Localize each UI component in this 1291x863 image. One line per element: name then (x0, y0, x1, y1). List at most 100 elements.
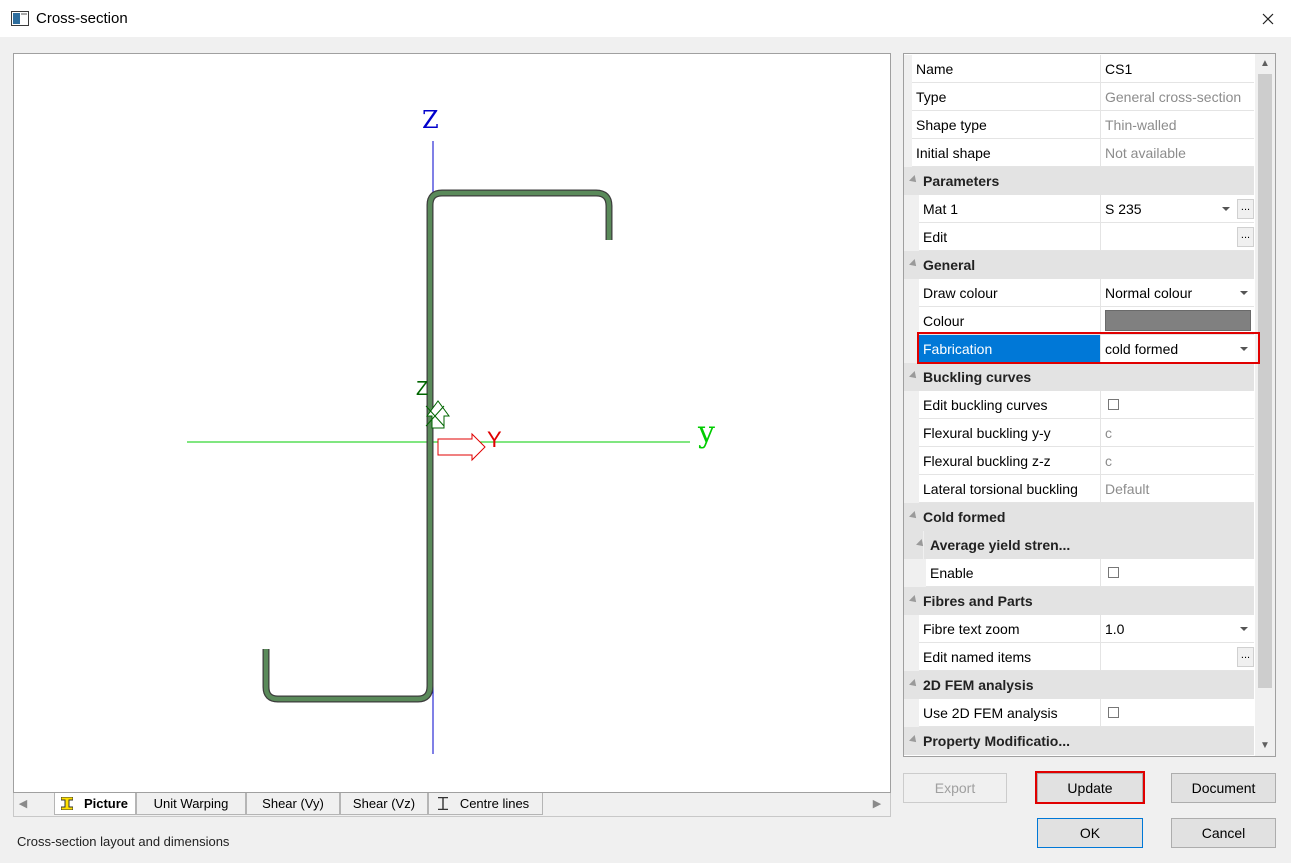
cross-section-canvas[interactable]: Z y Y Z (13, 53, 891, 793)
property-label: Edit named items (919, 643, 1100, 671)
category-2d-fem-analysis[interactable]: 2D FEM analysis (904, 671, 1254, 699)
property-row-enable[interactable]: Enable (904, 559, 1254, 587)
category-buckling-curves[interactable]: Buckling curves (904, 363, 1254, 391)
property-value[interactable] (1100, 699, 1254, 727)
document-button[interactable]: Document (1171, 773, 1276, 803)
property-value[interactable]: CS1 (1100, 55, 1254, 83)
tab-shear-vy[interactable]: Shear (Vy) (246, 793, 340, 815)
property-label: Edit buckling curves (919, 391, 1100, 419)
property-value: General cross-section (1100, 83, 1254, 111)
property-label: Draw colour (919, 279, 1100, 307)
tab-label: Centre lines (459, 796, 530, 811)
i-beam-outline-icon (438, 797, 448, 810)
collapse-arrow-icon[interactable] (909, 679, 919, 689)
category-label: Parameters (923, 173, 1000, 189)
ok-button[interactable]: OK (1037, 818, 1143, 848)
checkbox[interactable] (1108, 567, 1119, 578)
category-cold-formed[interactable]: Cold formed (904, 503, 1254, 531)
tab-label: Shear (Vy) (262, 796, 324, 811)
property-label: Fibre text zoom (919, 615, 1100, 643)
collapse-arrow-icon[interactable] (909, 371, 919, 381)
property-value[interactable]: ... (1100, 223, 1254, 251)
y-axis-label: y (697, 415, 715, 450)
property-value[interactable]: S 235... (1100, 195, 1254, 223)
property-value: Not available (1100, 139, 1254, 167)
export-button[interactable]: Export (903, 773, 1007, 803)
property-value-text: Normal colour (1105, 285, 1193, 301)
close-button[interactable] (1245, 0, 1291, 38)
property-row-edit-named-items[interactable]: Edit named items... (904, 643, 1254, 671)
tab-unit-warping[interactable]: Unit Warping (136, 793, 246, 815)
window-title: Cross-section (36, 10, 128, 27)
property-value[interactable] (1100, 391, 1254, 419)
ellipsis-button[interactable]: ... (1237, 647, 1254, 667)
tab-shear-vz[interactable]: Shear (Vz) (340, 793, 428, 815)
property-grid-scrollbar[interactable]: ▲ ▼ (1255, 54, 1275, 756)
checkbox[interactable] (1108, 707, 1119, 718)
property-label: Name (912, 55, 1100, 83)
dropdown-arrow-icon[interactable] (1240, 291, 1248, 295)
collapse-arrow-icon[interactable] (909, 595, 919, 605)
property-value-text: Default (1105, 481, 1150, 497)
colour-swatch[interactable] (1105, 310, 1251, 331)
category-general[interactable]: General (904, 251, 1254, 279)
property-value[interactable]: Normal colour (1100, 279, 1254, 307)
collapse-arrow-icon[interactable] (909, 735, 919, 745)
property-label: Mat 1 (919, 195, 1100, 223)
dropdown-arrow-icon[interactable] (1240, 347, 1248, 351)
category-parameters[interactable]: Parameters (904, 167, 1254, 195)
dropdown-arrow-icon[interactable] (1222, 207, 1230, 211)
property-row-edit[interactable]: Edit... (904, 223, 1254, 251)
property-value: c (1100, 419, 1254, 447)
update-button[interactable]: Update (1037, 773, 1143, 803)
property-value-text: Not available (1105, 145, 1186, 161)
tab-centre-lines[interactable]: Centre lines (428, 793, 543, 815)
scroll-down-icon[interactable]: ▼ (1260, 740, 1270, 751)
property-label: Type (912, 83, 1100, 111)
property-row-draw-colour[interactable]: Draw colour Normal colour (904, 279, 1254, 307)
window-app-icon (11, 11, 29, 26)
dropdown-arrow-icon[interactable] (1240, 627, 1248, 631)
property-row-colour[interactable]: Colour (904, 307, 1254, 335)
checkbox[interactable] (1108, 399, 1119, 410)
property-label: Colour (919, 307, 1100, 335)
category-property-modificatio[interactable]: Property Modificatio... (904, 727, 1254, 755)
tab-scroll-left-icon[interactable]: ◀ (18, 798, 28, 810)
category-fibres-and-parts[interactable]: Fibres and Parts (904, 587, 1254, 615)
property-value[interactable]: ... (1100, 643, 1254, 671)
scroll-thumb[interactable] (1258, 74, 1272, 688)
collapse-arrow-icon[interactable] (909, 259, 919, 269)
property-value[interactable]: 1.0 (1100, 615, 1254, 643)
tab-picture[interactable]: Picture (54, 793, 136, 815)
ellipsis-button[interactable]: ... (1237, 227, 1254, 247)
property-value[interactable] (1100, 559, 1254, 587)
category-average-yield-stren[interactable]: Average yield stren... (904, 531, 1254, 559)
property-row-name[interactable]: Name CS1 (904, 55, 1254, 83)
property-row-edit-buckling-curves[interactable]: Edit buckling curves (904, 391, 1254, 419)
property-row-use-2d-fem-analysis[interactable]: Use 2D FEM analysis (904, 699, 1254, 727)
tab-label: Unit Warping (153, 796, 229, 811)
category-label: Property Modificatio... (923, 733, 1071, 749)
property-value[interactable] (1100, 307, 1254, 335)
collapse-arrow-icon[interactable] (909, 511, 919, 521)
ellipsis-button[interactable]: ... (1237, 199, 1254, 219)
property-value-text: CS1 (1105, 61, 1133, 77)
view-tabs: ◀ Picture Unit Warping Shear (Vy) Shear … (13, 793, 891, 817)
cancel-button[interactable]: Cancel (1171, 818, 1276, 848)
tab-scroll-right-icon[interactable]: ▶ (872, 798, 882, 810)
title-bar: Cross-section (0, 0, 1291, 38)
local-y-arrow (437, 432, 486, 462)
property-value[interactable]: cold formed (1100, 335, 1254, 363)
collapse-arrow-icon[interactable] (909, 175, 919, 185)
scroll-up-icon[interactable]: ▲ (1260, 58, 1270, 69)
